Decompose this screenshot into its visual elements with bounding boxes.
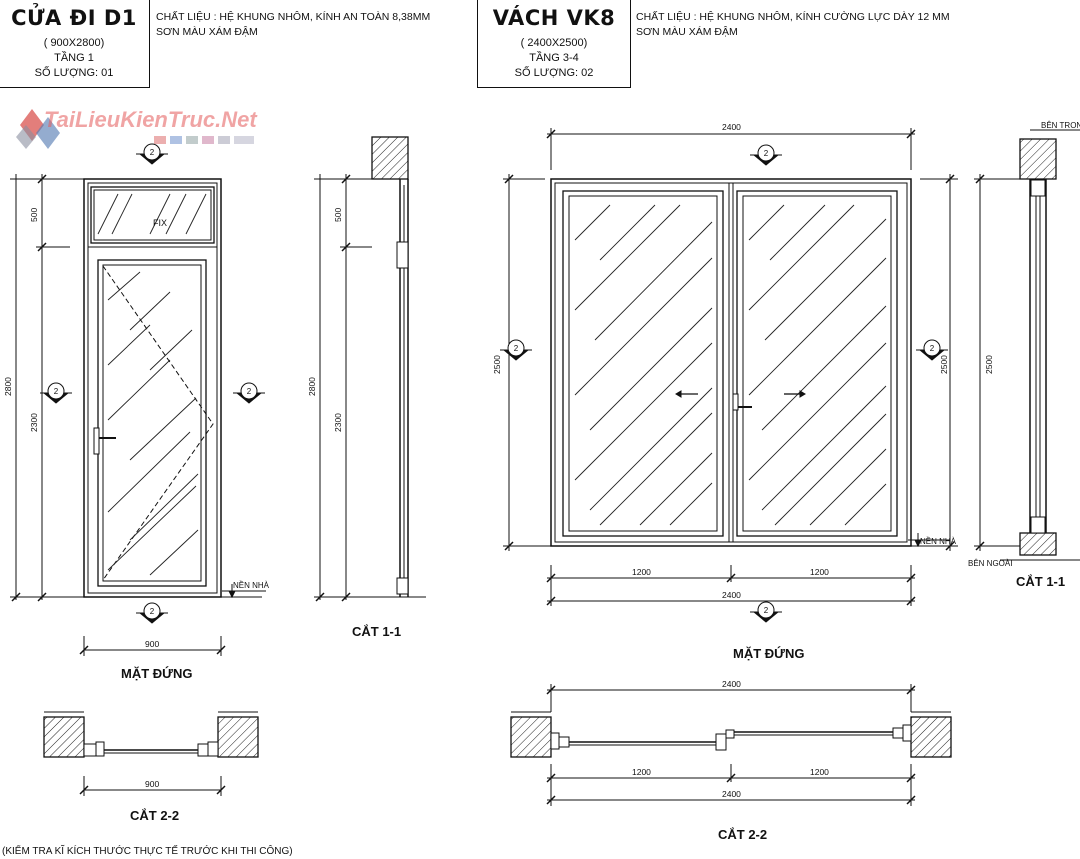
vk8-top-dim bbox=[546, 128, 916, 170]
vk8-elevation-label: MẶT ĐỨNG bbox=[733, 646, 805, 661]
d1-marker-left-num: 2 bbox=[54, 387, 59, 396]
d1-dim-2300-left: 2300 bbox=[29, 413, 39, 432]
vk8-ben-ngoai: BÊN NGOÀI bbox=[968, 559, 1012, 568]
vk8-dim-2500-left: 2500 bbox=[492, 355, 502, 374]
watermark-swatches bbox=[154, 136, 254, 144]
vk8-title-block: VÁCH VK8 ( 2400X2500) TẦNG 3-4 SỐ LƯỢNG:… bbox=[477, 0, 631, 88]
d1-width-dim bbox=[79, 636, 226, 656]
d1-dim-900: 900 bbox=[145, 639, 159, 649]
vk8-bottom-dims bbox=[546, 565, 916, 606]
vk8-section-2-2 bbox=[510, 684, 952, 806]
vk8-plan-dim-1200-right: 1200 bbox=[810, 767, 829, 777]
vk8-floor: TẦNG 3-4 bbox=[529, 52, 579, 64]
d1-size: ( 900X2800) bbox=[43, 37, 105, 49]
d1-dim-2800-right: 2800 bbox=[307, 377, 317, 396]
d1-spec-line1: CHẤT LIỆU : HỆ KHUNG NHÔM, KÍNH AN TOÀN … bbox=[156, 11, 431, 23]
vk8-left-dim bbox=[503, 174, 545, 551]
d1-nen-nha: NỀN NHÀ bbox=[233, 580, 270, 590]
d1-marker-right-num: 2 bbox=[247, 387, 252, 396]
vk8-title: VÁCH VK8 bbox=[492, 6, 616, 30]
d1-marker-top bbox=[136, 143, 168, 165]
marker-numbers: 2 2 2 2 2 2 2 2 bbox=[54, 148, 935, 616]
vk8-plan-dim-1200-left: 1200 bbox=[632, 767, 651, 777]
vk8-nen-nha: NỀN NHÀ bbox=[920, 536, 957, 546]
d1-marker-top-num: 2 bbox=[150, 148, 155, 157]
watermark-text: TaiLieuKienTruc.Net bbox=[44, 107, 257, 132]
d1-fix-label: FIX bbox=[153, 218, 167, 228]
d1-section-1-1-label: CẮT 1-1 bbox=[352, 624, 402, 639]
vk8-elevation bbox=[530, 178, 950, 548]
vk8-dim-2400-top: 2400 bbox=[722, 122, 741, 132]
d1-marker-bottom bbox=[136, 602, 168, 624]
vk8-marker-bottom bbox=[750, 601, 782, 623]
vk8-right-dim bbox=[920, 174, 1020, 551]
vk8-ben-trong: BÊN TRONG bbox=[1041, 121, 1080, 130]
d1-elevation-label: MẶT ĐỨNG bbox=[121, 666, 193, 681]
d1-section-1-1 bbox=[371, 136, 426, 598]
d1-right-dims bbox=[314, 174, 372, 602]
vk8-marker-bottom-num: 2 bbox=[764, 606, 769, 615]
dimension-texts: FIX 500 2800 2300 500 2800 2300 900 900 … bbox=[3, 121, 1080, 799]
d1-dim-500-right: 500 bbox=[333, 208, 343, 222]
section-markers bbox=[40, 143, 948, 624]
footnote: (KIỂM TRA KĨ KÍCH THƯỚC THỰC TẾ TRƯỚC KH… bbox=[2, 846, 293, 857]
vk8-dim-2500-right: 2500 bbox=[939, 355, 949, 374]
d1-dim-2300-right: 2300 bbox=[333, 413, 343, 432]
vk8-dim-1200-left: 1200 bbox=[632, 567, 651, 577]
d1-marker-right bbox=[233, 382, 265, 404]
vk8-section-1-1-label: CẮT 1-1 bbox=[1016, 574, 1066, 589]
d1-quantity: SỐ LƯỢNG: 01 bbox=[34, 67, 114, 79]
d1-marker-bottom-num: 2 bbox=[150, 607, 155, 616]
d1-title-block: CỬA ĐI D1 ( 900X2800) TẦNG 1 SỐ LƯỢNG: 0… bbox=[0, 0, 150, 88]
d1-dim-900-section: 900 bbox=[145, 779, 159, 789]
vk8-plan-dim-2400-bottom: 2400 bbox=[722, 789, 741, 799]
d1-spec-line2: SƠN MÀU XÁM ĐẬM bbox=[156, 26, 258, 38]
d1-dim-500-left: 500 bbox=[29, 208, 39, 222]
vk8-dim-2500-section: 2500 bbox=[984, 355, 994, 374]
vk8-section-2-2-label: CẮT 2-2 bbox=[718, 827, 768, 842]
vk8-marker-right bbox=[916, 339, 948, 361]
vk8-marker-top-num: 2 bbox=[764, 149, 769, 158]
vk8-marker-top bbox=[750, 144, 782, 166]
watermark-logo-icon bbox=[16, 109, 60, 149]
d1-left-dims bbox=[10, 174, 84, 602]
vk8-section-1-1 bbox=[1000, 129, 1080, 561]
d1-title: CỬA ĐI D1 bbox=[11, 6, 137, 30]
d1-dim-2800-left: 2800 bbox=[3, 377, 13, 396]
vk8-spec-line1: CHẤT LIỆU : HỆ KHUNG NHÔM, KÍNH CƯỜNG LỰ… bbox=[636, 11, 950, 23]
d1-floor: TẦNG 1 bbox=[54, 52, 94, 64]
vk8-marker-left bbox=[500, 339, 532, 361]
vk8-plan-dim-2400-top: 2400 bbox=[722, 679, 741, 689]
watermark: TaiLieuKienTruc.Net bbox=[14, 103, 274, 155]
vk8-marker-left-num: 2 bbox=[514, 344, 519, 353]
d1-elevation bbox=[70, 178, 266, 599]
vk8-quantity: SỐ LƯỢNG: 02 bbox=[514, 67, 594, 79]
vk8-size: ( 2400X2500) bbox=[520, 37, 588, 49]
vk8-dim-1200-right: 1200 bbox=[810, 567, 829, 577]
vk8-dim-2400-bottom: 2400 bbox=[722, 590, 741, 600]
vk8-spec-line2: SƠN MÀU XÁM ĐẬM bbox=[636, 26, 738, 38]
d1-marker-left bbox=[40, 382, 72, 404]
vk8-marker-right-num: 2 bbox=[930, 344, 935, 353]
d1-section-2-2 bbox=[43, 711, 259, 796]
d1-section-2-2-label: CẮT 2-2 bbox=[130, 808, 180, 823]
